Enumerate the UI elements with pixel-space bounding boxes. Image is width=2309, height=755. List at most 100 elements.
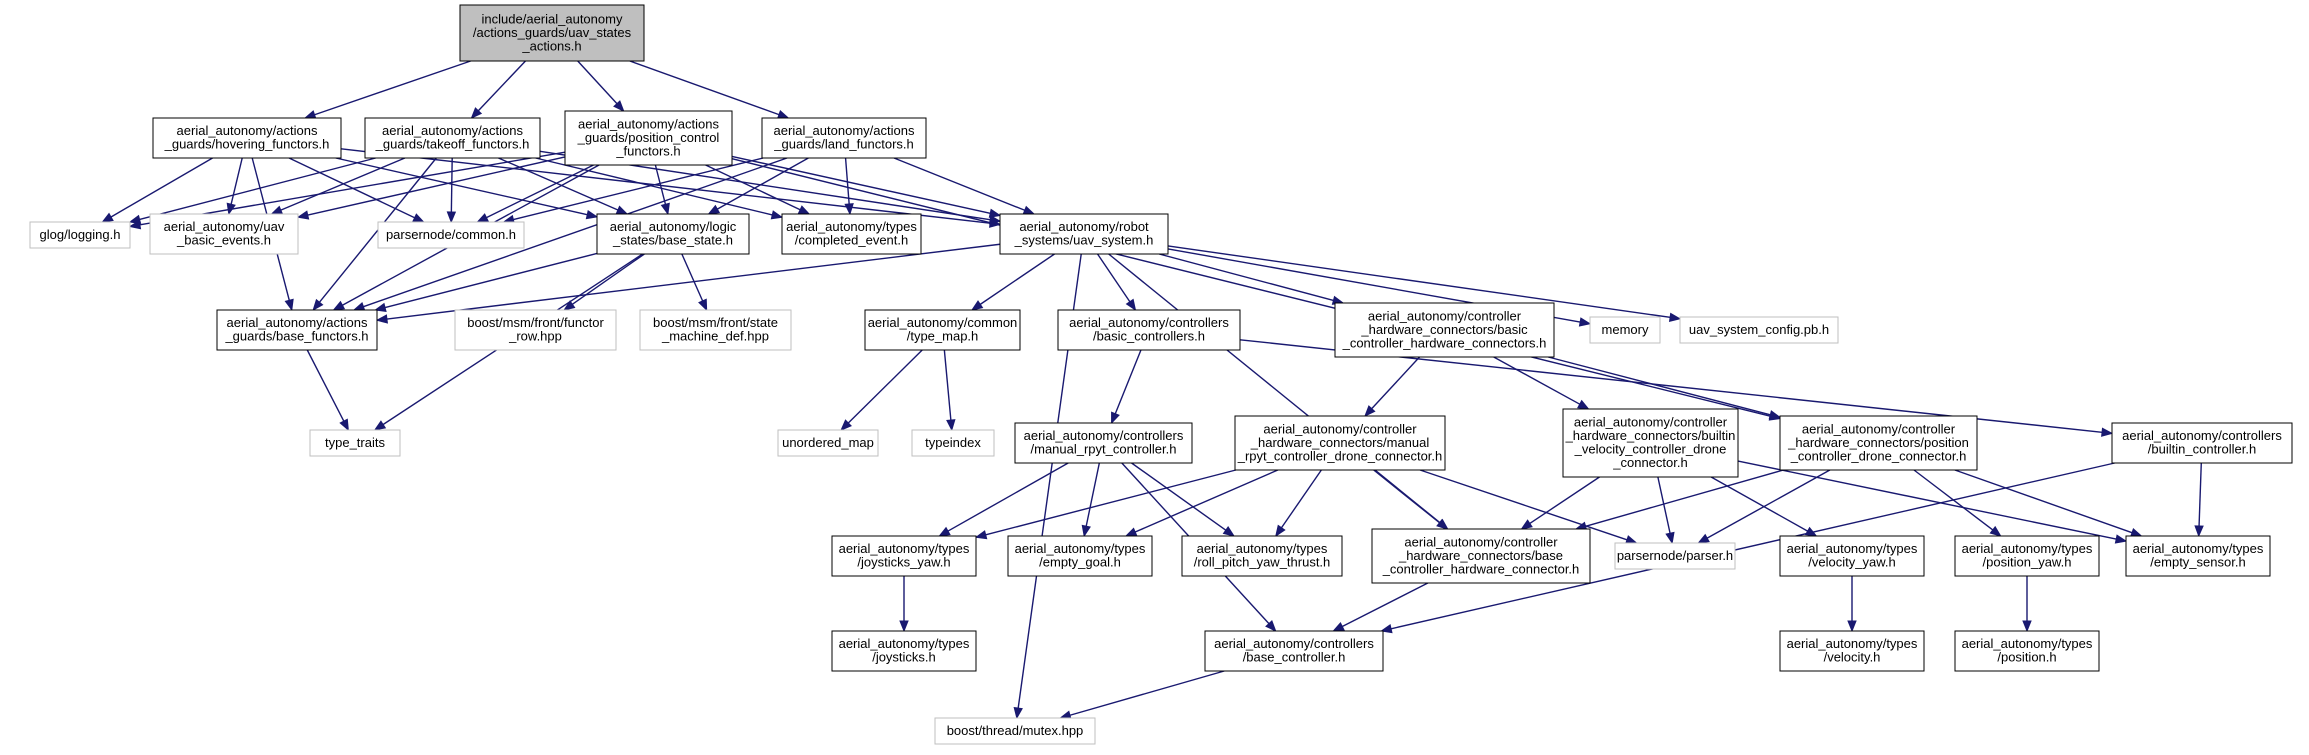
dependency-edge (2022, 576, 2032, 633)
edge-arrowhead (2194, 525, 2204, 538)
node-positionyaw[interactable]: aerial_autonomy/types/position_yaw.h (1954, 535, 2100, 577)
dependency-edge (1379, 462, 2115, 634)
node-box (1234, 415, 1446, 471)
edge-arrowhead (2022, 620, 2032, 633)
node-land[interactable]: aerial_autonomy/actions_guards/land_func… (761, 117, 927, 159)
edge-line (288, 157, 415, 219)
dependency-edge (535, 157, 784, 220)
node-box (29, 221, 131, 249)
dependency-edge (970, 253, 1055, 311)
dependency-edge (840, 349, 923, 431)
node-label-line: /completed_event.h (795, 233, 908, 248)
node-label-line: /empty_goal.h (1039, 555, 1121, 570)
node-emptysensor[interactable]: aerial_autonomy/types/empty_sensor.h (2125, 535, 2271, 577)
edge-arrowhead (352, 302, 366, 311)
edge-arrowhead (303, 110, 317, 120)
node-label-line: aerial_autonomy/controllers (1214, 636, 1374, 651)
node-hovering[interactable]: aerial_autonomy/actions_guards/hovering_… (152, 117, 342, 159)
dependency-edge (893, 157, 1036, 215)
node-label-line: _guards/land_functors.h (773, 137, 913, 152)
edge-arrowhead (1768, 410, 1782, 420)
dependency-edge (1111, 349, 1142, 425)
node-builtincontroller[interactable]: aerial_autonomy/controllers/builtin_cont… (2111, 422, 2293, 464)
edge-line (513, 157, 764, 221)
edge-line (1096, 253, 1131, 303)
node-velocity[interactable]: aerial_autonomy/types/velocity.h (1779, 630, 1925, 672)
node-posconn[interactable]: aerial_autonomy/controller_hardware_conn… (1779, 415, 1978, 471)
node-box (934, 717, 1096, 745)
node-label-line: aerial_autonomy/types (786, 219, 917, 234)
node-box (864, 309, 1021, 351)
node-label-line: _guards/position_control (577, 130, 720, 145)
node-label-line: aerial_autonomy/actions (774, 123, 915, 138)
node-rpyt[interactable]: aerial_autonomy/types/roll_pitch_yaw_thr… (1181, 535, 1343, 577)
node-label-line: boost/msm/front/state (653, 315, 778, 330)
node-completed[interactable]: aerial_autonomy/types/completed_event.h (781, 213, 922, 255)
node-label-line: /builtin_controller.h (2148, 442, 2256, 457)
edge-arrowhead (284, 298, 294, 312)
node-functorrow: boost/msm/front/functor_row.hpp (454, 309, 617, 351)
node-label-line: _hardware_connectors/position (1787, 435, 1969, 450)
node-label-line: /roll_pitch_yaw_thrust.h (1194, 555, 1331, 570)
node-basichwconn[interactable]: aerial_autonomy/controller_hardware_conn… (1334, 302, 1555, 358)
node-joysticks[interactable]: aerial_autonomy/types/joysticks.h (831, 630, 977, 672)
node-builtinvelconn[interactable]: aerial_autonomy/controller_hardware_conn… (1562, 408, 1739, 478)
dependency-edge (654, 164, 670, 216)
node-takeoff[interactable]: aerial_autonomy/actions_guards/takeoff_f… (364, 117, 541, 159)
node-label-line: typeindex (925, 435, 981, 450)
node-emptygoal[interactable]: aerial_autonomy/types/empty_goal.h (1007, 535, 1153, 577)
edge-arrowhead (770, 210, 784, 220)
node-position[interactable]: aerial_autonomy/types/position.h (1954, 630, 2100, 672)
edge-line (731, 155, 991, 215)
edge-line (577, 60, 618, 105)
node-basecontroller[interactable]: aerial_autonomy/controllers/base_control… (1204, 630, 1384, 672)
node-poscontrol[interactable]: aerial_autonomy/actions_guards/position_… (564, 110, 733, 166)
node-velocityyaw[interactable]: aerial_autonomy/types/velocity_yaw.h (1779, 535, 1925, 577)
edge-arrowhead (707, 204, 721, 215)
edge-arrowhead (613, 100, 625, 112)
node-box (152, 117, 342, 159)
edge-arrowhead (128, 220, 142, 230)
node-basestate[interactable]: aerial_autonomy/logic_states/base_state.… (596, 213, 750, 255)
dependency-edge (476, 164, 594, 223)
dependency-edge (681, 253, 708, 312)
edge-arrowhead (1275, 524, 1286, 538)
dependency-edge (374, 252, 598, 312)
edge-line (1069, 670, 1225, 716)
node-label-line: aerial_autonomy/types (1197, 541, 1328, 556)
dependency-edge (375, 243, 1001, 324)
edge-line (1585, 469, 1784, 527)
node-box (1057, 309, 1241, 351)
dependency-edge (1364, 356, 1421, 417)
edge-line (1419, 469, 1628, 541)
edge-line (893, 157, 1025, 211)
node-box (1954, 535, 2100, 577)
dependency-edge (226, 157, 243, 216)
dependency-edge (974, 469, 1236, 540)
node-label-line: _row.hpp (508, 329, 562, 344)
node-root[interactable]: include/aerial_autonomy/actions_guards/u… (459, 4, 645, 62)
node-label-line: /empty_sensor.h (2150, 555, 2245, 570)
node-basiccontrollers[interactable]: aerial_autonomy/controllers/basic_contro… (1057, 309, 1241, 351)
node-label-line: aerial_autonomy/types (839, 541, 970, 556)
node-box (639, 309, 792, 351)
edge-line (498, 157, 619, 211)
edge-line (535, 157, 773, 216)
node-manualrpyt[interactable]: aerial_autonomy/controllers/manual_rpyt_… (1014, 422, 1193, 464)
edge-line (340, 148, 991, 224)
dependency-edge (335, 157, 599, 220)
node-basefunctors[interactable]: aerial_autonomy/actions_guards/base_func… (216, 309, 378, 351)
node-typemap[interactable]: aerial_autonomy/common/type_map.h (864, 309, 1021, 351)
node-basehwconn[interactable]: aerial_autonomy/controller_hardware_conn… (1371, 528, 1591, 584)
edge-line (139, 151, 566, 226)
edge-arrowhead (1081, 524, 1091, 538)
node-uavsystem[interactable]: aerial_autonomy/robot_systems/uav_system… (999, 213, 1169, 255)
node-box (999, 213, 1169, 255)
node-joysticksyaw[interactable]: aerial_autonomy/types/joysticks_yaw.h (831, 535, 977, 577)
dependency-edge (629, 60, 790, 119)
node-manualrpytconn[interactable]: aerial_autonomy/controller_hardware_conn… (1234, 415, 1446, 471)
edge-line (110, 157, 213, 218)
node-box (911, 429, 995, 457)
edge-arrowhead (974, 530, 988, 540)
